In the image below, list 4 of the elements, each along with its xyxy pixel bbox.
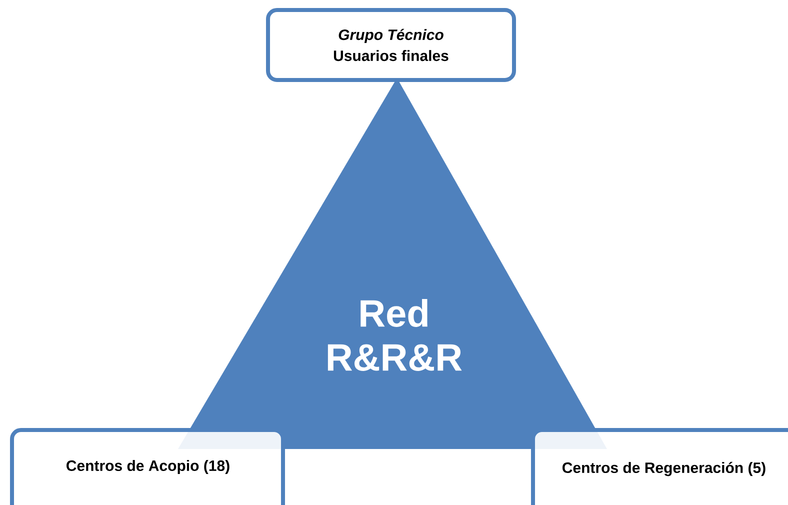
text-box: Centros de Regeneración (5) <box>531 428 788 505</box>
text-box: Grupo Técnico Usuarios finales <box>266 8 516 82</box>
triangle: Red R&R&R <box>178 78 607 449</box>
text-box: Centros de Acopio (18) <box>10 428 285 505</box>
